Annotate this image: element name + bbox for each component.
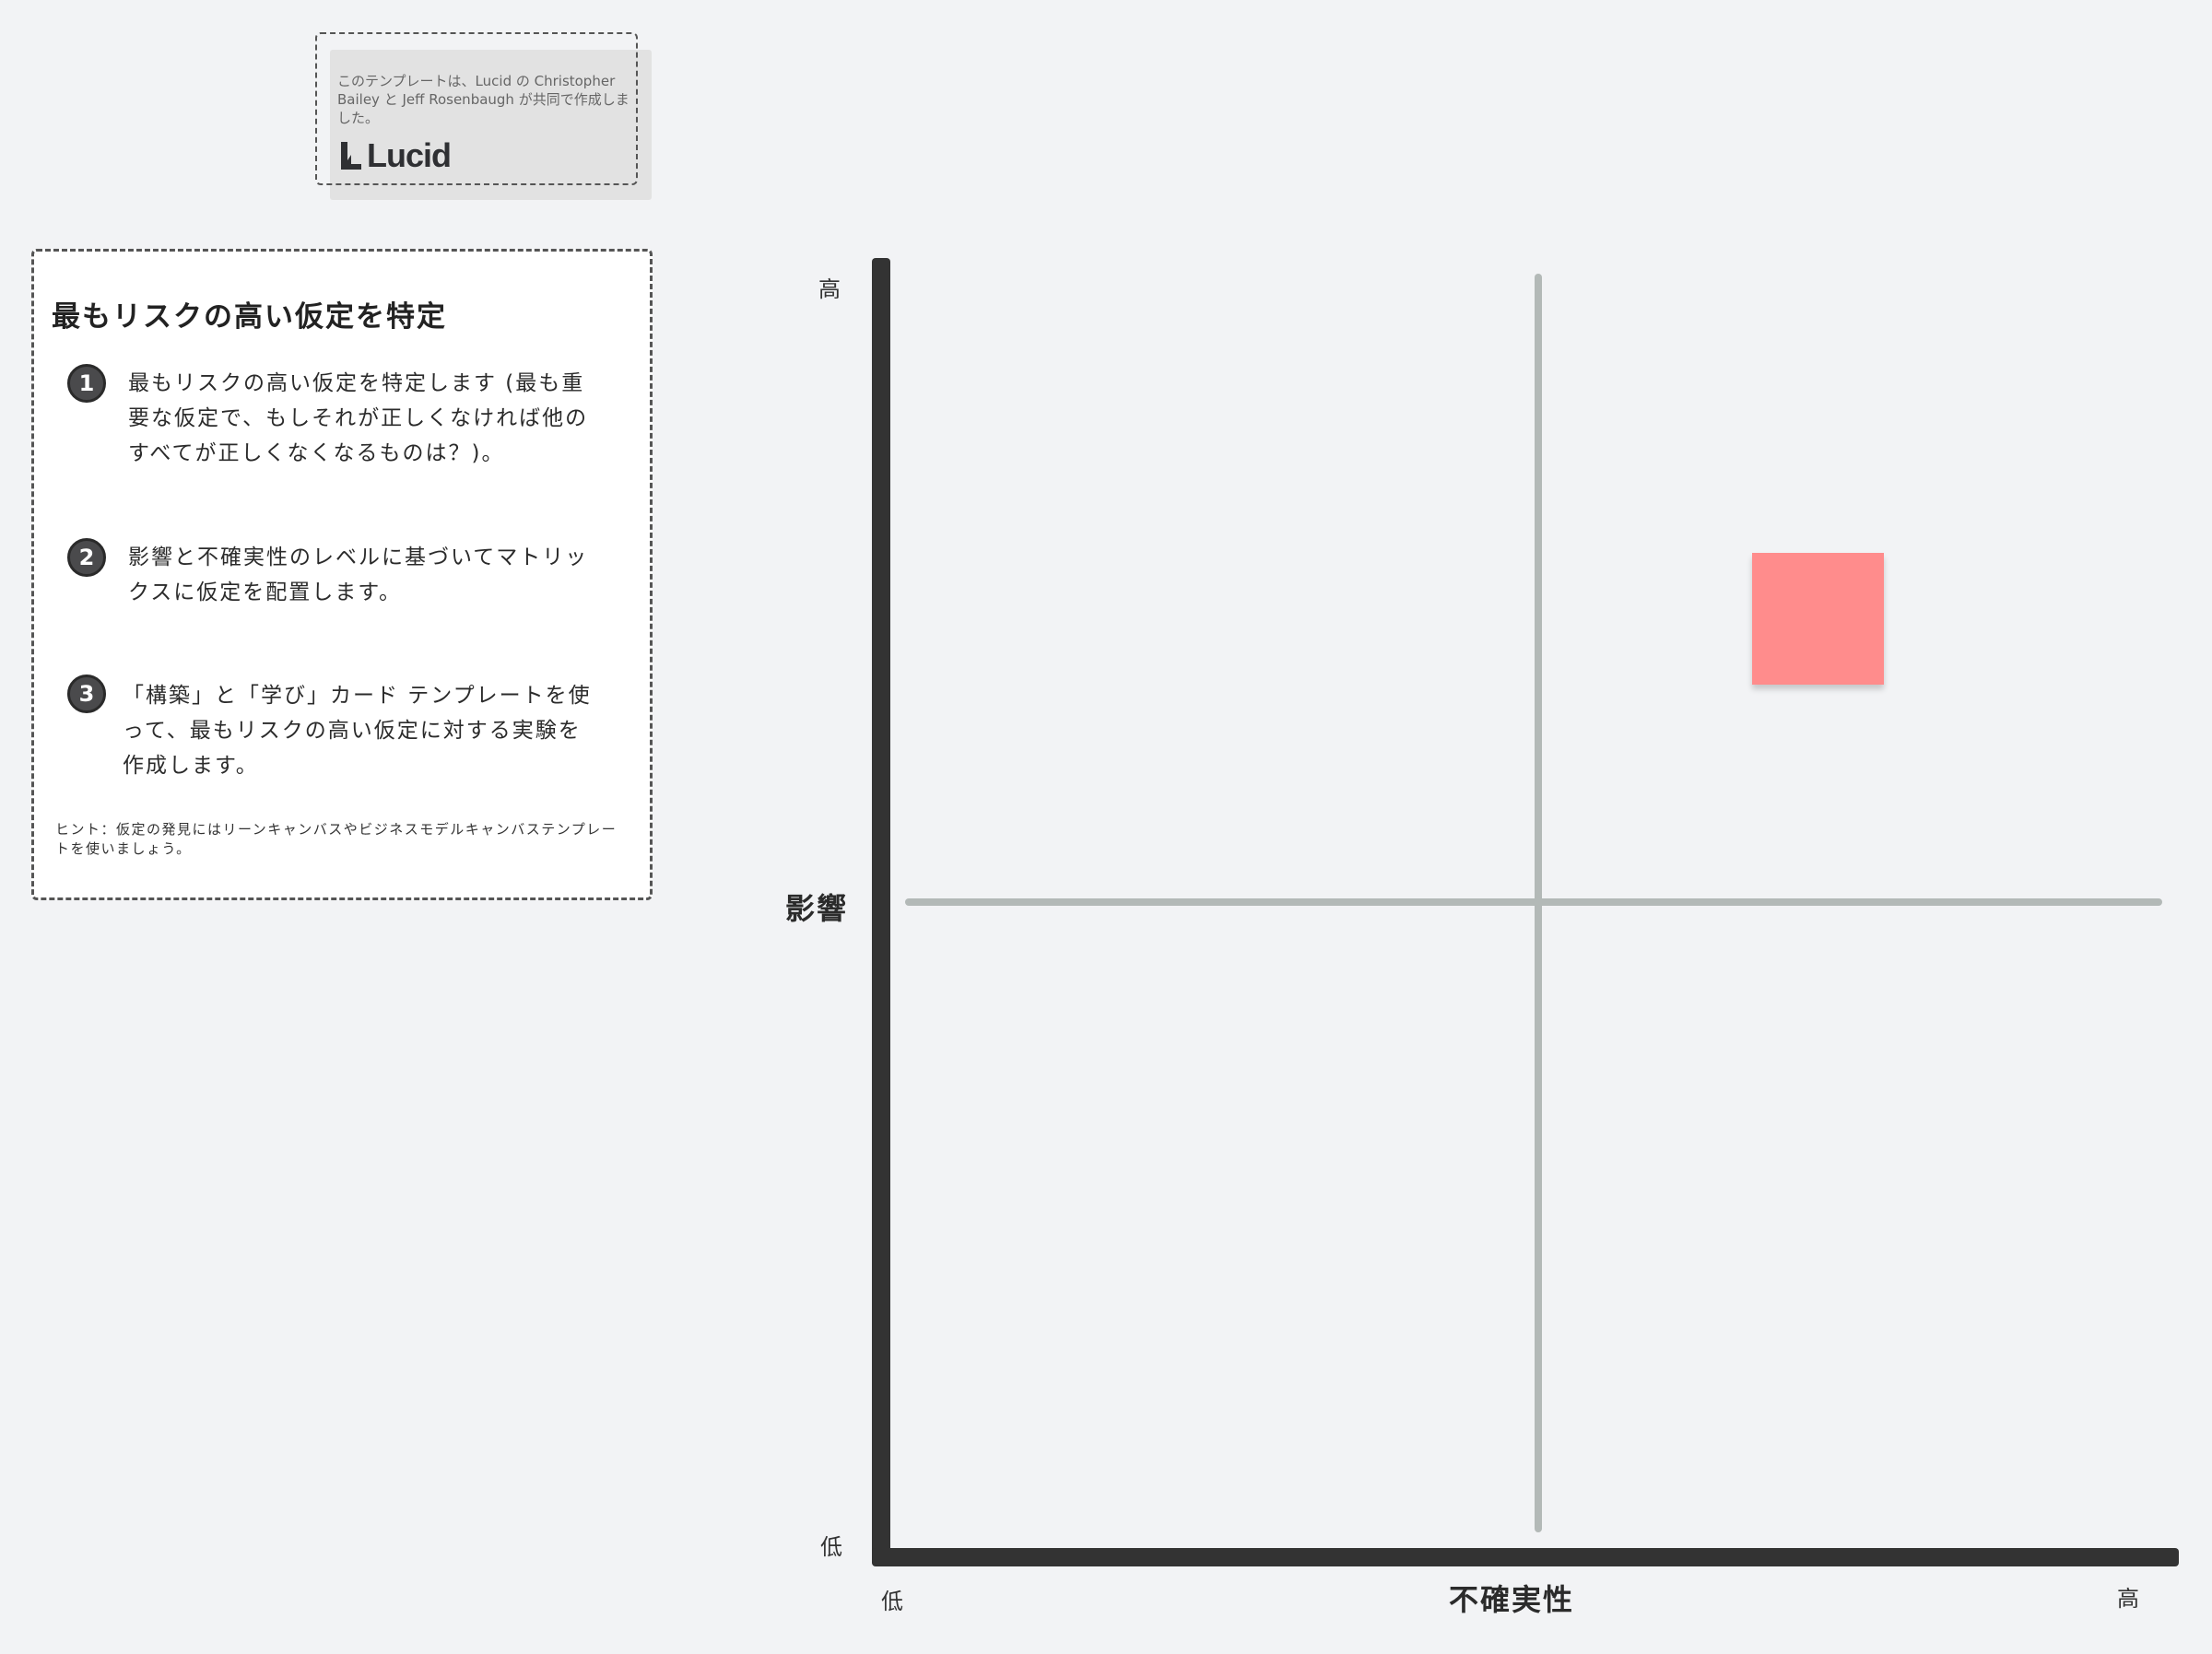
step-1-text: 最もリスクの高い仮定を特定します (最も重要な仮定で、もしそれが正しくなければ他… (128, 371, 589, 465)
lucid-logo: Lucid (339, 136, 452, 174)
step-1-badge: 1 (67, 364, 106, 403)
sticky-note[interactable] (1752, 553, 1884, 685)
y-axis-line (872, 258, 890, 1566)
y-axis-low-label: 低 (820, 1534, 842, 1560)
hint-text: ヒント：仮定の発見にはリーンキャンバスやビジネスモデルキャンバステンプレートを使… (55, 821, 618, 857)
instructions-panel[interactable] (31, 249, 653, 900)
horizontal-divider (905, 898, 2162, 906)
step-2-badge: 2 (67, 538, 106, 577)
y-axis-high-label: 高 (818, 276, 841, 302)
y-axis-title: 影響 (785, 891, 849, 926)
lucid-logo-text: Lucid (367, 136, 452, 174)
step-3-badge: 3 (67, 675, 106, 713)
x-axis-low-label: 低 (881, 1589, 903, 1614)
credit-card-frame[interactable] (315, 32, 638, 185)
x-axis-title: 不確実性 (1449, 1582, 1575, 1617)
panel-title: 最もリスクの高い仮定を特定 (52, 300, 447, 334)
credit-text: このテンプレートは、Lucid の Christopher Bailey と J… (337, 73, 629, 126)
lucid-logo-icon (341, 142, 361, 170)
x-axis-line (872, 1548, 2179, 1566)
x-axis-high-label: 高 (2117, 1586, 2139, 1612)
step-2-text: 影響と不確実性のレベルに基づいてマトリックスに仮定を配置します。 (128, 545, 589, 604)
step-3-text: 「構築」と「学び」カード テンプレートを使って、最もリスクの高い仮定に対する実験… (123, 684, 592, 778)
credit-card-background (330, 50, 652, 200)
